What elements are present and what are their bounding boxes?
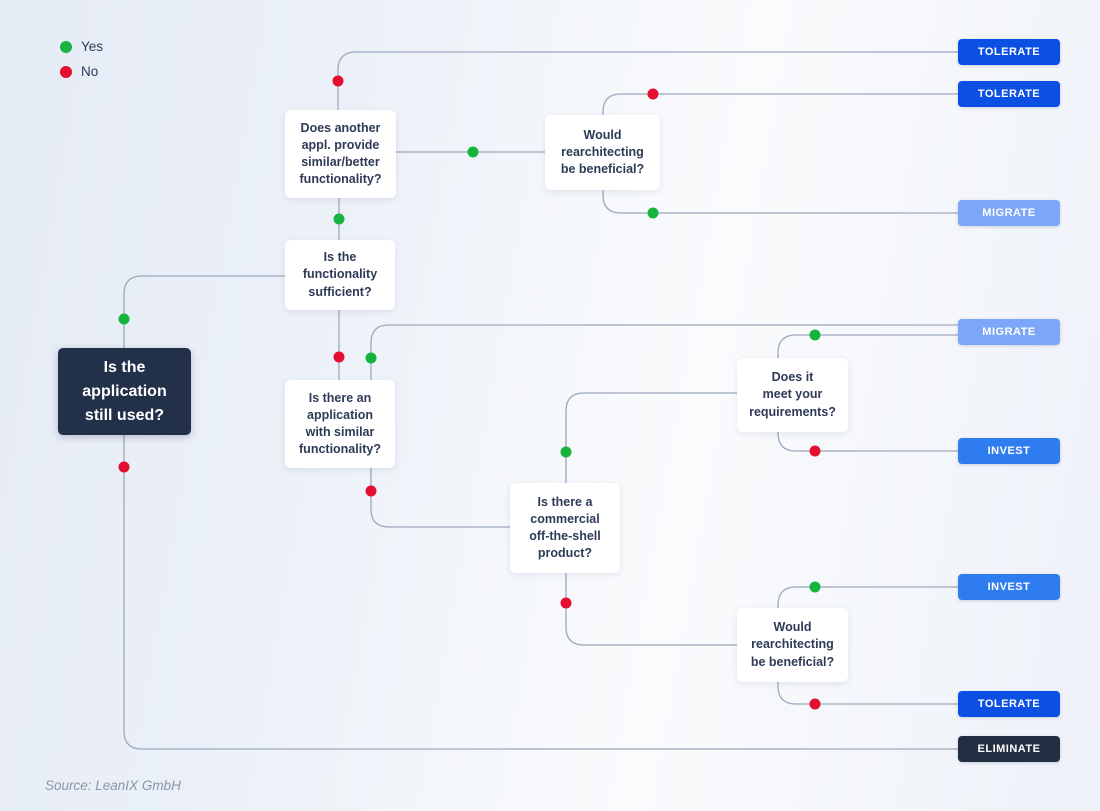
question-meet-requirements: Does it meet your requirements? [737, 358, 848, 432]
yes-dot-icon [60, 40, 72, 53]
edge-similar-no-commercial [370, 468, 510, 528]
outcome-eliminate: ELIMINATE [958, 736, 1060, 762]
question-commercial-product: Is there a commercial off-the-shell prod… [510, 483, 620, 573]
legend: Yes No [60, 38, 103, 88]
edge-commercial-yes-requirements [565, 392, 737, 483]
yes-dot [365, 352, 377, 364]
outcome-tolerate-3: TOLERATE [958, 691, 1060, 717]
edge-root-yes [123, 275, 285, 348]
yes-dot [560, 446, 572, 458]
legend-no-label: No [81, 64, 99, 79]
outcome-migrate-2: MIGRATE [958, 319, 1060, 345]
no-dot [332, 75, 344, 87]
legend-yes: Yes [60, 38, 103, 55]
question-rearchitecting-bottom: Would rearchitecting be beneficial? [737, 608, 848, 682]
yes-dot [647, 207, 659, 219]
edge-similar-yes-migrate [370, 324, 958, 380]
legend-yes-label: Yes [81, 39, 104, 54]
edge-commercial-no-rearch [565, 573, 737, 646]
outcome-tolerate-1: TOLERATE [958, 39, 1060, 65]
no-dot-icon [60, 65, 72, 78]
outcome-tolerate-2: TOLERATE [958, 81, 1060, 107]
edge-rearchbottom-no-tolerate [777, 682, 958, 705]
edge-rearchtop-no-tolerate [602, 93, 958, 115]
no-dot [809, 698, 821, 710]
yes-dot [809, 581, 821, 593]
source-attribution: Source: LeanIX GmbH [45, 778, 181, 793]
edge-rearchtop-yes-migrate [602, 190, 958, 214]
legend-no: No [60, 63, 103, 80]
outcome-invest-2: INVEST [958, 574, 1060, 600]
question-rearchitecting-top: Would rearchitecting be beneficial? [545, 115, 660, 190]
question-functionality-sufficient: Is the functionality sufficient? [285, 240, 395, 310]
question-does-another-app: Does another appl. provide similar/bette… [285, 110, 396, 198]
no-dot [809, 445, 821, 457]
no-dot [365, 485, 377, 497]
no-dot [647, 88, 659, 100]
outcome-invest-1: INVEST [958, 438, 1060, 464]
edge-rearchbottom-yes-invest [777, 586, 958, 608]
outcome-migrate-1: MIGRATE [958, 200, 1060, 226]
no-dot [118, 461, 130, 473]
no-dot [560, 597, 572, 609]
no-dot [333, 351, 345, 363]
edge-root-no-eliminate [123, 435, 958, 750]
yes-dot [118, 313, 130, 325]
edge-another-no-tolerate [337, 51, 958, 110]
question-similar-application: Is there an application with similar fun… [285, 380, 395, 468]
edge-requirements-no-invest [777, 432, 958, 452]
root-node-application-still-used: Is the application still used? [58, 348, 191, 435]
edge-requirements-yes-migrate [777, 334, 958, 358]
yes-dot [467, 146, 479, 158]
yes-dot [333, 213, 345, 225]
yes-dot [809, 329, 821, 341]
